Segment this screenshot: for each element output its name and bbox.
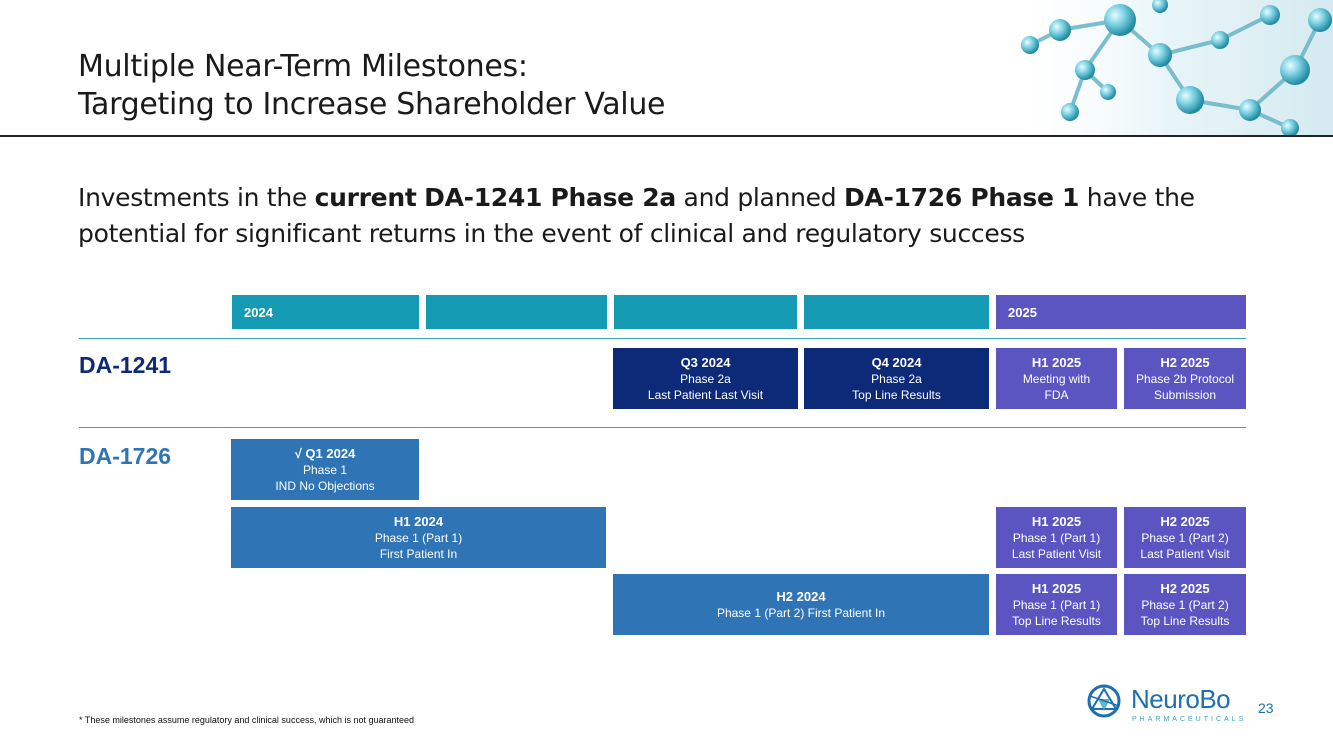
milestone-da1241-h1-2025: H1 2025 Meeting with FDA bbox=[996, 348, 1117, 409]
intro-bold-da1726: DA-1726 Phase 1 bbox=[843, 183, 1080, 212]
milestone-line-2: Last Patient Visit bbox=[1140, 546, 1230, 561]
slide-title-line-1: Multiple Near-Term Milestones: bbox=[78, 49, 528, 84]
neurobo-logo-icon bbox=[1087, 684, 1121, 718]
milestone-head: H1 2025 bbox=[1031, 513, 1082, 529]
intro-part-4: have the potential for significant retur… bbox=[78, 183, 1195, 248]
milestone-line-2: IND No Objections bbox=[275, 478, 375, 493]
milestone-line-1: Phase 1 (Part 1) bbox=[1012, 597, 1101, 612]
row-divider-top bbox=[79, 338, 1246, 339]
milestone-head: √ Q1 2024 bbox=[294, 445, 356, 461]
milestone-line-1: Phase 1 (Part 2) bbox=[1141, 530, 1229, 545]
milestone-head: H2 2025 bbox=[1160, 354, 1210, 370]
intro-part-1: Investments in the bbox=[78, 183, 315, 212]
milestone-line-1: Phase 2a bbox=[871, 371, 922, 386]
milestone-line-1: Phase 1 (Part 2) First Patient In bbox=[716, 605, 886, 620]
milestone-da1726-h2-2025-tlr: H2 2025 Phase 1 (Part 2) Top Line Result… bbox=[1124, 574, 1246, 635]
molecule-illustration bbox=[1000, 0, 1333, 136]
timeline-header-2024-q4 bbox=[804, 295, 989, 329]
intro-part-3: and planned bbox=[675, 183, 844, 212]
milestone-line-2: Submission bbox=[1153, 387, 1217, 402]
milestone-head: Q3 2024 bbox=[680, 354, 731, 370]
row-divider-middle bbox=[79, 427, 1246, 428]
brand-subtitle: PHARMACEUTICALS bbox=[1132, 716, 1247, 723]
timeline-header-2025: 2025 bbox=[996, 295, 1246, 329]
milestone-da1726-h1-2025-tlr: H1 2025 Phase 1 (Part 1) Top Line Result… bbox=[996, 574, 1117, 635]
milestone-head: H2 2024 bbox=[776, 588, 826, 604]
footnote: * These milestones assume regulatory and… bbox=[79, 715, 415, 725]
intro-bold-current: current bbox=[314, 183, 417, 212]
year-label-2024: 2024 bbox=[244, 305, 273, 320]
slide-title: Multiple Near-Term Milestones: Targeting… bbox=[78, 48, 666, 124]
milestone-da1726-q1-2024: √ Q1 2024 Phase 1 IND No Objections bbox=[231, 439, 419, 500]
milestone-head: H1 2025 bbox=[1031, 580, 1082, 596]
milestone-head: H2 2025 bbox=[1160, 513, 1210, 529]
milestone-head: H1 2024 bbox=[393, 513, 444, 529]
slide-title-line-2: Targeting to Increase Shareholder Value bbox=[78, 87, 666, 122]
title-divider bbox=[0, 135, 1333, 137]
intro-part-2 bbox=[416, 183, 424, 212]
intro-text: Investments in the current DA-1241 Phase… bbox=[78, 180, 1258, 252]
milestone-da1726-h1-2025-lpv: H1 2025 Phase 1 (Part 1) Last Patient Vi… bbox=[996, 507, 1117, 568]
milestone-line-2: Top Line Results bbox=[1012, 613, 1101, 628]
milestone-line-1: Phase 1 (Part 1) bbox=[374, 530, 463, 545]
milestone-da1726-h2-2025-lpv: H2 2025 Phase 1 (Part 2) Last Patient Vi… bbox=[1124, 507, 1246, 568]
milestone-line-1: Phase 1 bbox=[302, 462, 348, 477]
milestone-da1726-h2-2024: H2 2024 Phase 1 (Part 2) First Patient I… bbox=[613, 574, 989, 635]
milestone-line-2: Top Line Results bbox=[852, 387, 941, 402]
timeline-header-2024-q1: 2024 bbox=[232, 295, 419, 329]
intro-bold-da1241: DA-1241 Phase 2a bbox=[424, 183, 676, 212]
program-label-da1726: DA-1726 bbox=[79, 443, 172, 469]
milestone-line-2: FDA bbox=[1044, 387, 1069, 402]
milestone-line-2: Last Patient Visit bbox=[1011, 546, 1102, 561]
milestone-da1241-q3-2024: Q3 2024 Phase 2a Last Patient Last Visit bbox=[613, 348, 798, 409]
milestone-da1241-q4-2024: Q4 2024 Phase 2a Top Line Results bbox=[804, 348, 989, 409]
program-label-da1241: DA-1241 bbox=[79, 352, 172, 378]
milestone-da1241-h2-2025: H2 2025 Phase 2b Protocol Submission bbox=[1124, 348, 1246, 409]
milestone-head: H2 2025 bbox=[1160, 580, 1210, 596]
milestone-line-1: Phase 2a bbox=[680, 371, 731, 386]
milestone-line-2: Top Line Results bbox=[1140, 613, 1230, 628]
milestone-head: H1 2025 bbox=[1031, 354, 1082, 370]
milestone-da1726-h1-2024: H1 2024 Phase 1 (Part 1) First Patient I… bbox=[231, 507, 606, 568]
page-number: 23 bbox=[1258, 700, 1274, 716]
timeline-header-2024-q2 bbox=[426, 295, 607, 329]
brand-name: NeuroBo bbox=[1131, 684, 1231, 714]
milestone-line-1: Phase 1 (Part 1) bbox=[1012, 530, 1101, 545]
milestone-head: Q4 2024 bbox=[871, 354, 922, 370]
year-label-2025: 2025 bbox=[1008, 305, 1037, 320]
milestone-line-2: Last Patient Last Visit bbox=[647, 387, 764, 402]
milestone-line-1: Phase 2b Protocol bbox=[1135, 371, 1235, 386]
timeline-header-2024-q3 bbox=[614, 295, 797, 329]
milestone-line-1: Meeting with bbox=[1022, 371, 1091, 386]
milestone-line-1: Phase 1 (Part 2) bbox=[1141, 597, 1229, 612]
milestone-line-2: First Patient In bbox=[379, 546, 458, 561]
